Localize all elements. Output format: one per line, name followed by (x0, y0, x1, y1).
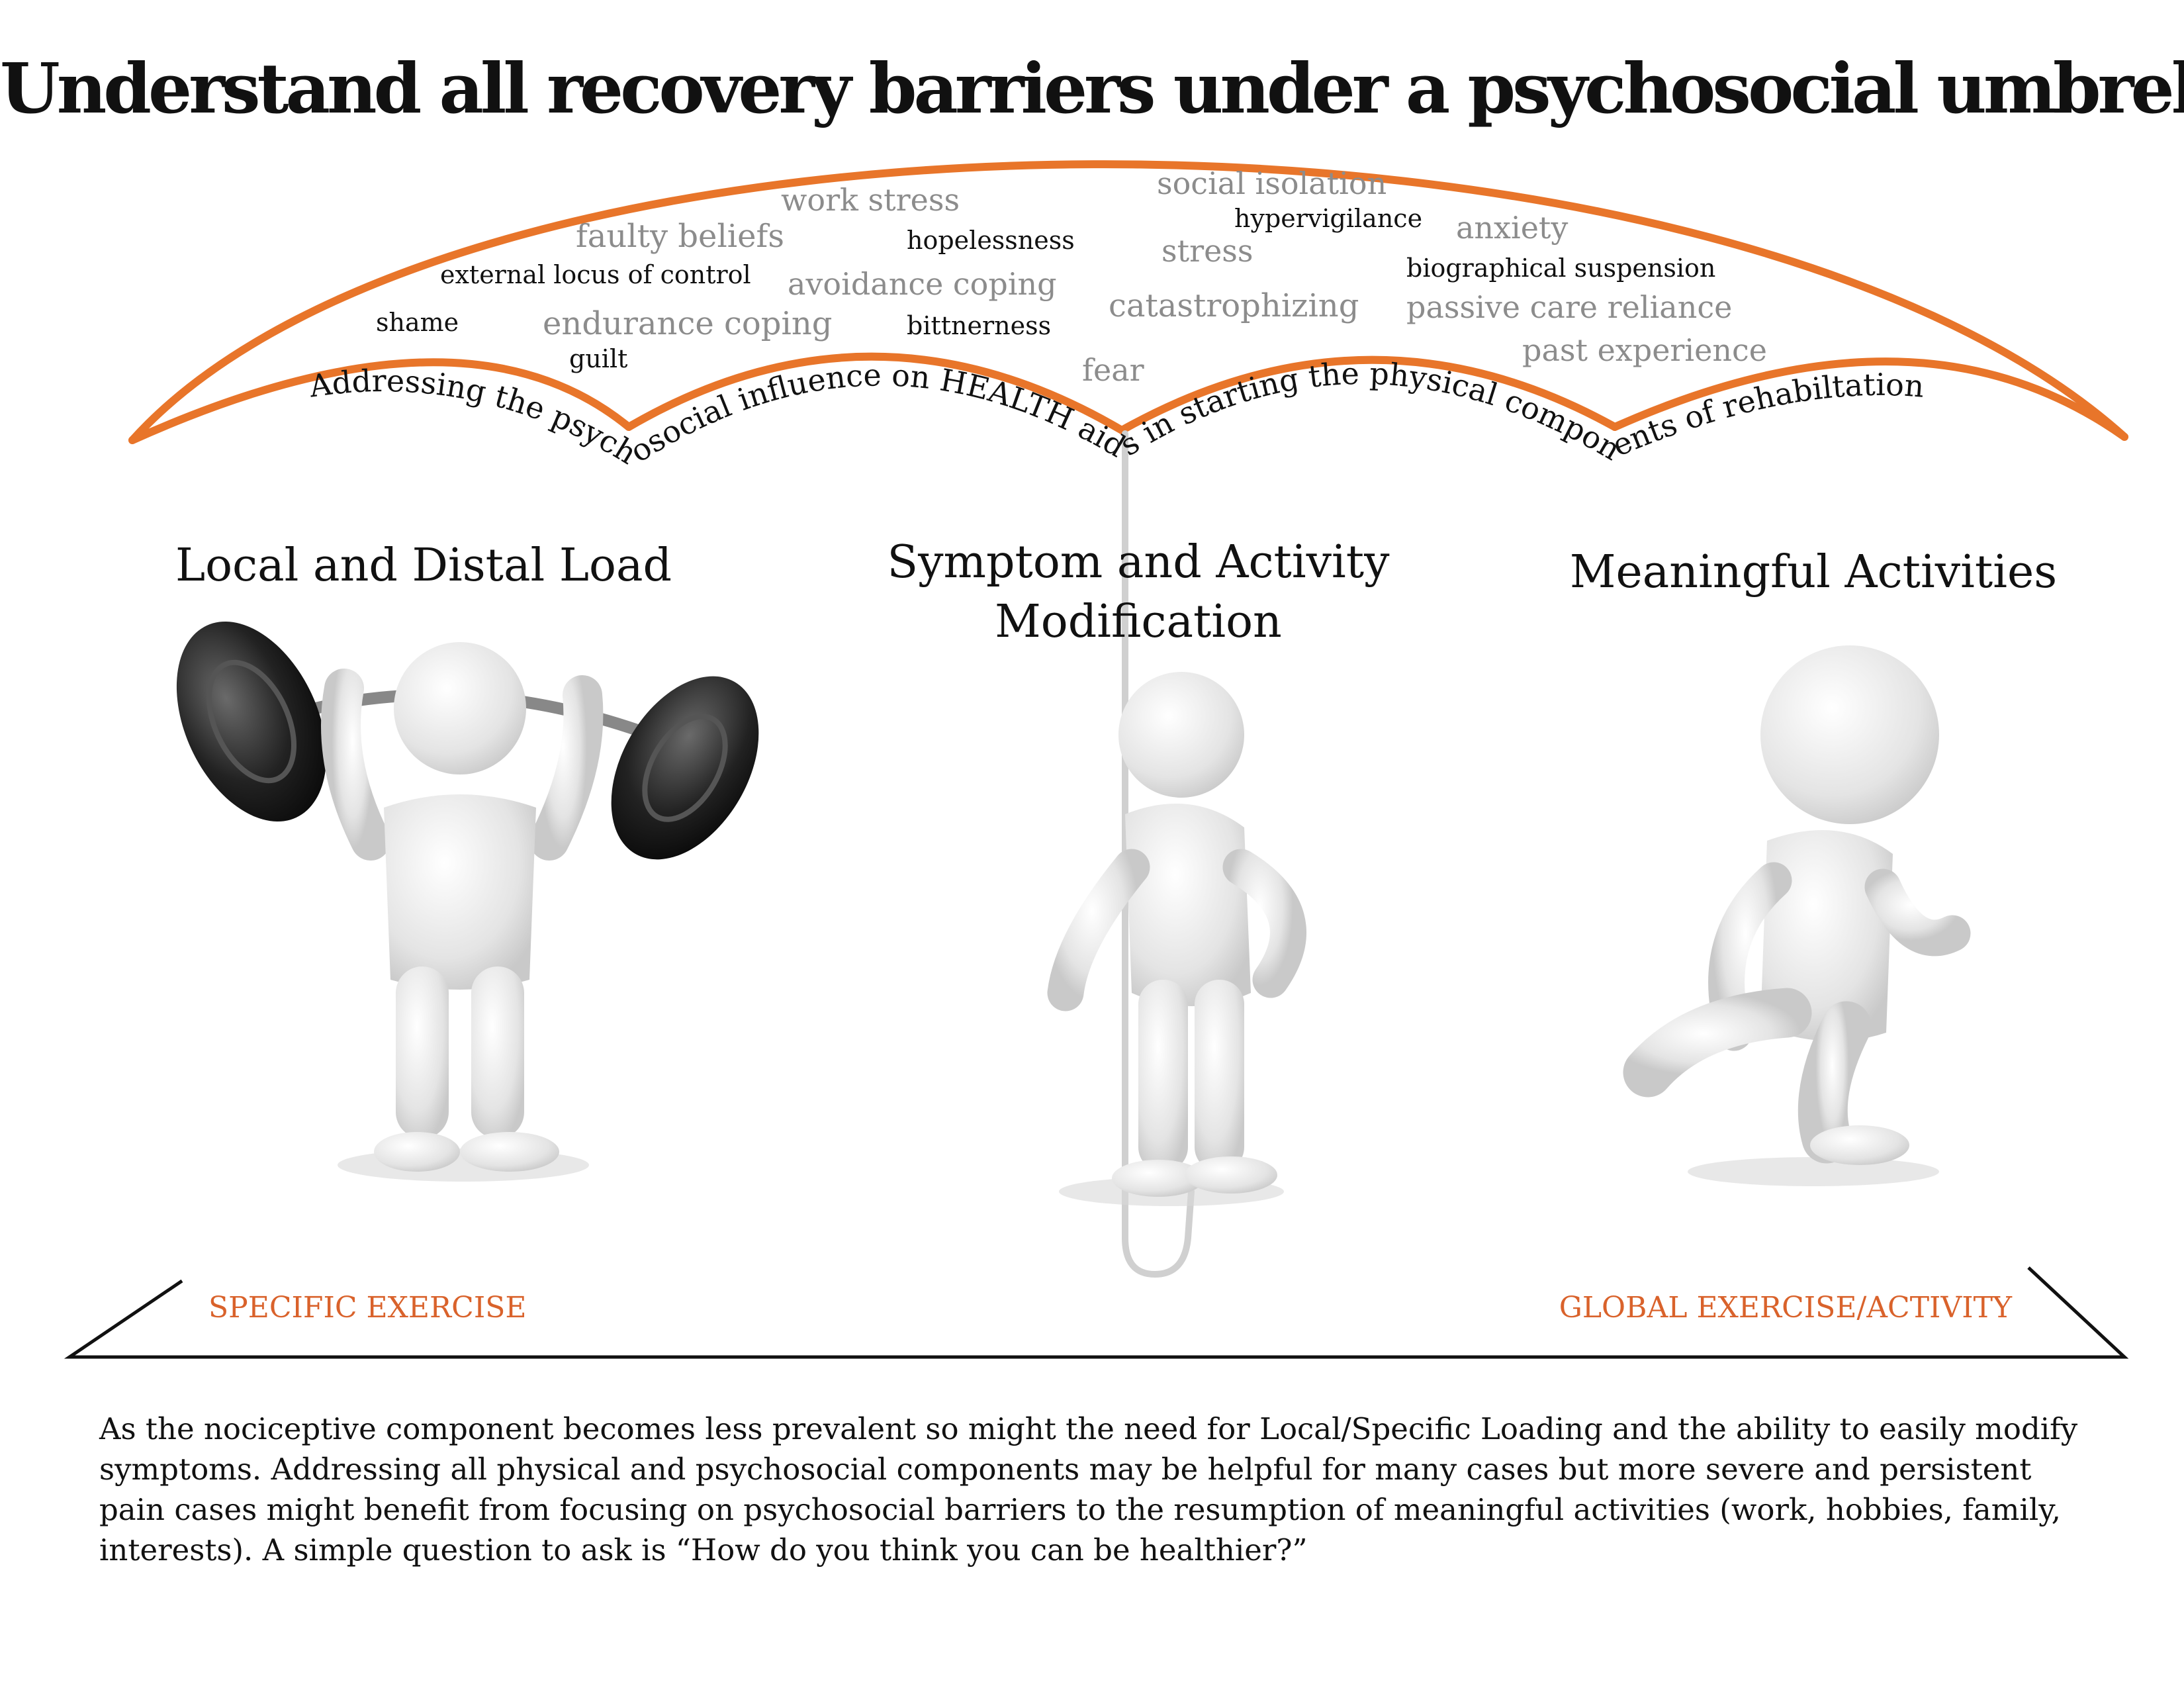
global-exercise-label: GLOBAL EXERCISE/ACTIVITY (1559, 1291, 2012, 1325)
specific-exercise-label: SPECIFIC EXERCISE (208, 1291, 527, 1325)
barrier-word: social isolation (1157, 165, 1387, 201)
barrier-word: stress (1161, 233, 1253, 269)
arc-text-1: Addressing the psych (306, 363, 643, 471)
umbrella-handle (1122, 430, 1195, 1278)
barrier-word: bittnerness (907, 311, 1051, 340)
umbrella-canopy (128, 160, 2128, 444)
column-heading-symptom-modification: Symptom and Activity Modification (887, 536, 1390, 648)
column-heading-meaningful-activities: Meaningful Activities (1569, 546, 2058, 598)
barrier-word: passive care reliance (1406, 289, 1732, 325)
barrier-word: external locus of control (440, 260, 751, 289)
barrier-word: hypervigilance (1234, 204, 1422, 233)
arc-text-3: s in starting the physical compon (1113, 355, 1627, 467)
footer-paragraph: As the nociceptive component becomes les… (99, 1411, 2078, 1568)
barrier-word: hopelessness (907, 226, 1075, 255)
arc-text-2: osocial influence on HEALTH aid (623, 357, 1132, 469)
base-ramp (64, 1266, 2129, 1359)
back-pain-figure (1047, 672, 1306, 1206)
barrier-word: avoidance coping (788, 266, 1057, 302)
barrier-word: faulty beliefs (576, 218, 784, 255)
barrier-word: catastrophizing (1109, 287, 1359, 324)
page-title: Understand all recovery barriers under a… (0, 48, 2184, 129)
barrier-word: guilt (569, 344, 627, 373)
barrier-word: anxiety (1456, 210, 1568, 246)
barrier-word: past experience (1522, 332, 1767, 368)
running-figure (1623, 645, 1971, 1186)
barrier-word: fear (1082, 352, 1144, 388)
barrier-word: work stress (781, 182, 960, 218)
barrier-word: endurance coping (543, 305, 832, 342)
barrier-words: work stress social isolation faulty belief… (376, 165, 1767, 388)
arc-text-4: ents of rehabiltation (1607, 367, 1925, 463)
barrier-word: shame (376, 308, 459, 337)
barrier-word: biographical suspension (1406, 254, 1715, 283)
column-heading-local-load: Local and Distal Load (175, 539, 672, 592)
weightlifter-figure (176, 621, 759, 1182)
